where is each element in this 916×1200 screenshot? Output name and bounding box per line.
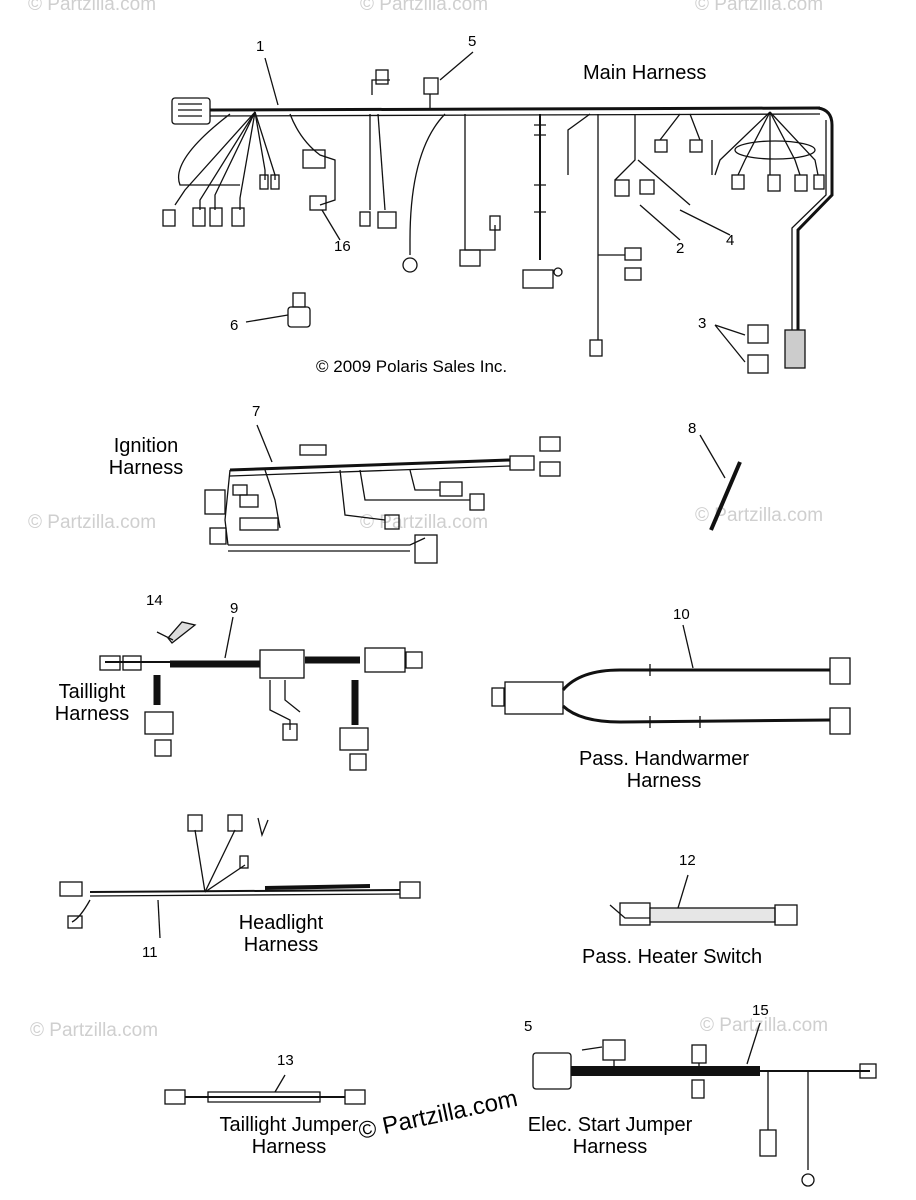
callout-12[interactable]: 12 xyxy=(679,852,696,869)
elec-start-title: Elec. Start Jumper Harness xyxy=(514,1114,706,1158)
taillight-jumper-title: Taillight Jumper Harness xyxy=(206,1114,372,1158)
watermark-mid-left: © Partzilla.com xyxy=(28,512,157,533)
elec-start-drawing xyxy=(532,1022,877,1187)
callout-4[interactable]: 4 xyxy=(726,232,735,249)
callout-8[interactable]: 8 xyxy=(688,420,697,437)
main-harness-drawing xyxy=(162,51,834,374)
headlight-title-line2: Harness xyxy=(243,934,319,956)
taillight-jumper-line2: Harness xyxy=(251,1136,327,1158)
headlight-harness-title: Headlight Harness xyxy=(226,912,336,956)
watermark-bottom-right: © Partzilla.com xyxy=(700,1015,829,1036)
callout-10[interactable]: 10 xyxy=(673,606,690,623)
watermark-mid-center: © Partzilla.com xyxy=(360,512,489,533)
callout-7[interactable]: 7 xyxy=(252,403,261,420)
watermark-top-right: © Partzilla.com xyxy=(695,0,824,15)
ignition-title-line1: Ignition xyxy=(113,435,179,457)
main-harness-title: Main Harness xyxy=(583,62,707,84)
taillight-title-line2: Harness xyxy=(54,703,130,725)
taillight-jumper-line1: Taillight Jumper xyxy=(219,1114,359,1136)
elec-start-line1: Elec. Start Jumper xyxy=(527,1114,693,1136)
callout-9[interactable]: 9 xyxy=(230,600,239,617)
callout-5-elec[interactable]: 5 xyxy=(524,1018,533,1035)
taillight-harness-title: Taillight Harness xyxy=(46,681,138,725)
ignition-title-line2: Harness xyxy=(108,457,184,479)
watermark-top-center: © Partzilla.com xyxy=(360,0,489,15)
callout-14[interactable]: 14 xyxy=(146,592,163,609)
heater-switch-drawing xyxy=(609,874,798,926)
ignition-harness-title: Ignition Harness xyxy=(104,435,188,479)
headlight-harness-drawing xyxy=(59,814,421,939)
callout-11[interactable]: 11 xyxy=(142,944,158,961)
watermark-top-left: © Partzilla.com xyxy=(28,0,157,15)
handwarmer-title-line1: Pass. Handwarmer xyxy=(578,748,750,770)
callout-16[interactable]: 16 xyxy=(334,238,351,255)
taillight-jumper-drawing xyxy=(164,1074,366,1105)
elec-start-line2: Harness xyxy=(572,1136,648,1158)
handwarmer-harness-drawing xyxy=(491,624,851,735)
taillight-harness-drawing xyxy=(99,616,423,771)
handwarmer-harness-title: Pass. Handwarmer Harness xyxy=(572,748,756,792)
callout-6[interactable]: 6 xyxy=(230,317,239,334)
callout-3[interactable]: 3 xyxy=(698,315,707,332)
callout-2[interactable]: 2 xyxy=(676,240,685,257)
callout-15[interactable]: 15 xyxy=(752,1002,769,1019)
headlight-title-line1: Headlight xyxy=(238,912,324,934)
watermark-bottom-left: © Partzilla.com xyxy=(30,1020,159,1041)
callout-5-main[interactable]: 5 xyxy=(468,33,477,50)
ignition-harness-drawing xyxy=(204,424,742,564)
heater-switch-title: Pass. Heater Switch xyxy=(582,946,763,968)
callout-1[interactable]: 1 xyxy=(256,38,265,55)
callout-13[interactable]: 13 xyxy=(277,1052,294,1069)
watermark-mid-right: © Partzilla.com xyxy=(695,505,824,526)
handwarmer-title-line2: Harness xyxy=(626,770,702,792)
copyright-notice: © 2009 Polaris Sales Inc. xyxy=(316,357,508,376)
taillight-title-line1: Taillight xyxy=(58,681,126,703)
